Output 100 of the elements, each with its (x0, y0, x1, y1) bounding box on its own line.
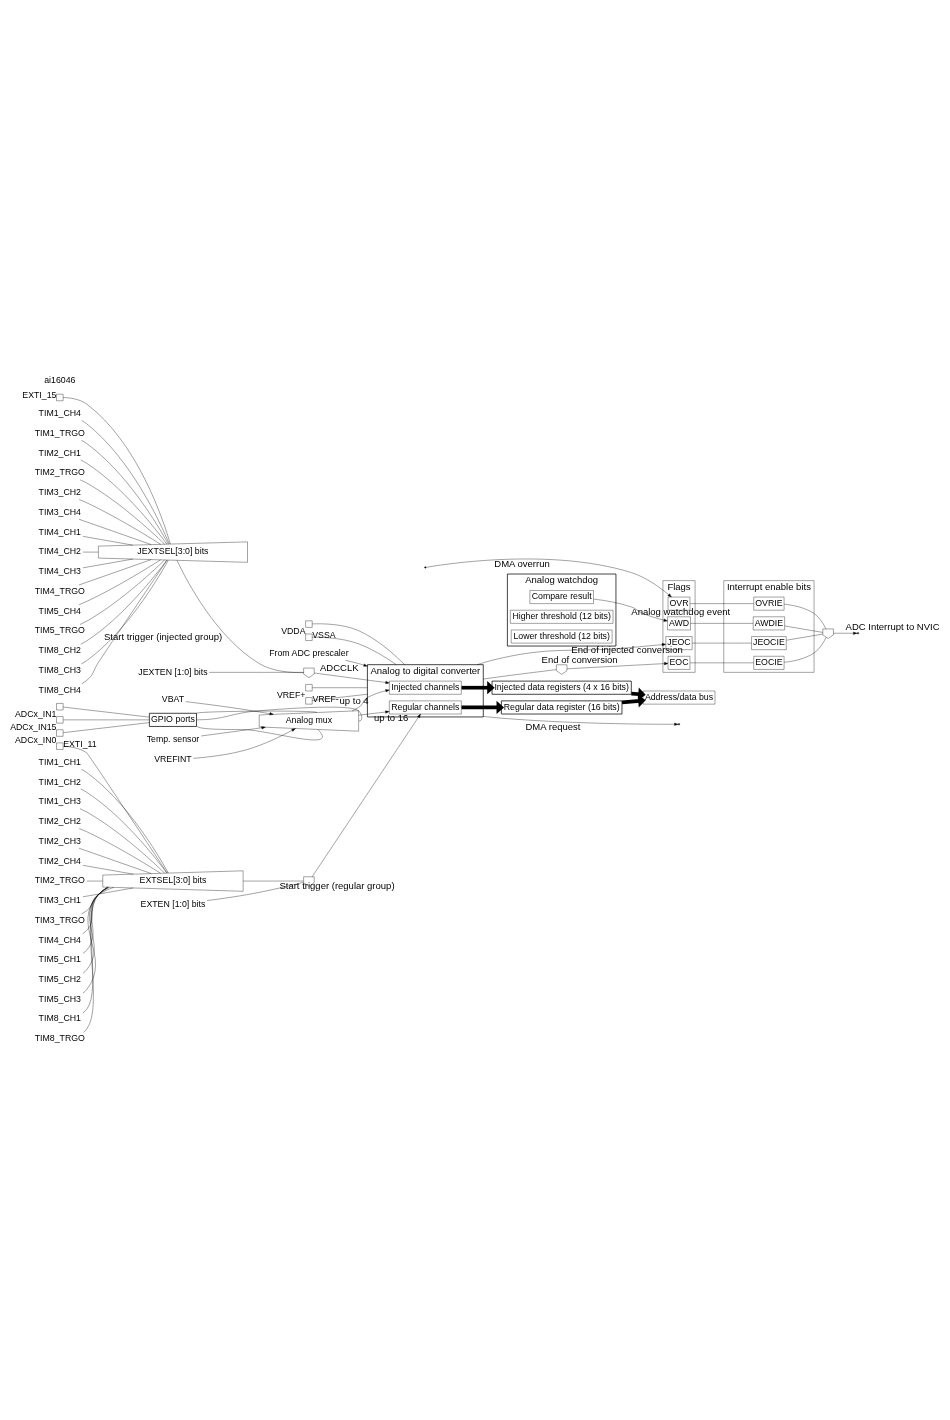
node-text: TIM2_CH3 (38, 835, 82, 846)
edge-label: Start trigger (injected group) (104, 630, 223, 642)
arrow (833, 631, 858, 635)
connector (63, 719, 150, 721)
node-box: Lower threshold (12 bits) (511, 629, 613, 644)
node-box: AWD (667, 616, 691, 631)
node-text: TIM3_CH4 (38, 506, 82, 517)
node-text: JEXTEN [1:0] bits (138, 666, 208, 677)
node-text: TIM8_CH4 (38, 684, 82, 695)
node-box: OVRIE (753, 596, 785, 611)
node-text: TIM1_CH2 (38, 776, 82, 787)
arrow (351, 689, 390, 712)
connector (312, 687, 368, 688)
arrow (200, 726, 266, 737)
node-box: EOCIE (753, 656, 785, 670)
node-box (305, 697, 313, 705)
node-box: Compare result (529, 590, 594, 604)
connector (196, 706, 362, 722)
connector (83, 887, 108, 1033)
connector (82, 887, 134, 897)
node-text: TIM8_CH1 (38, 1013, 82, 1024)
node-label: EXTI_11 (63, 738, 97, 749)
node-text: TIM1_CH1 (38, 756, 82, 767)
label: ai16046 (44, 375, 76, 386)
node-text: TIM3_CH1 (38, 895, 82, 906)
node-box: EXTSEL[3:0] bits (102, 870, 244, 892)
connector (82, 887, 108, 1014)
connector (81, 887, 114, 915)
node-box: Higher threshold (12 bits) (510, 610, 614, 624)
node-gate (556, 664, 568, 675)
node-text: TIM2_CH4 (38, 855, 82, 866)
node-label: VSSA (312, 630, 336, 641)
node-text: TIM3_CH2 (38, 487, 82, 498)
node-box (56, 703, 64, 711)
node-text: TIM4_CH4 (38, 934, 82, 945)
node-text: From ADC prescaler (269, 647, 349, 658)
node-label: ADCx_IN0 (15, 735, 57, 746)
node-box: Address/data bus (642, 690, 716, 705)
node-label: ADCx_IN1 (15, 709, 57, 720)
node-text: TIM4_CH2 (38, 546, 82, 557)
connector (196, 726, 323, 741)
node-text: TIM4_CH3 (38, 566, 82, 577)
connector (63, 722, 150, 733)
edge-label: DMA overrun (494, 558, 550, 570)
arrow (461, 681, 495, 695)
node-text: TIM3_TRGO (34, 914, 85, 925)
node-text: TIM2_CH2 (38, 816, 82, 827)
node-text: TIM4_TRGO (34, 585, 85, 596)
node-box: Injected channels (389, 680, 462, 695)
node-box: AWDIE (753, 616, 785, 631)
node-label: VREF+ (276, 690, 306, 701)
node-box: Injected data registers (4 x 16 bits) (491, 680, 632, 695)
arrow (566, 662, 669, 669)
node-gate (303, 667, 315, 678)
node-text: TIM1_CH4 (38, 408, 82, 419)
edge-label: up to 4 (339, 695, 369, 707)
node-box (305, 633, 313, 641)
node-gate (822, 628, 834, 639)
node-text: TIM2_TRGO (34, 467, 85, 478)
node-box: EOC (667, 656, 691, 670)
connector (312, 623, 405, 665)
arrow (425, 558, 672, 598)
connector (312, 694, 368, 701)
node-box: Regular channels (389, 700, 462, 715)
connector (312, 637, 397, 665)
connector (196, 710, 318, 714)
arrow (345, 660, 368, 667)
node-text: VREFINT (154, 753, 192, 764)
arrow (358, 710, 390, 716)
edge-label: ADC Interrupt to NVIC (845, 621, 940, 633)
node-box: Regular data register (16 bits) (501, 700, 623, 715)
edge-label: Start trigger (regular group) (279, 879, 395, 891)
node-text: TIM8_TRGO (34, 1033, 85, 1044)
node-text: TIM5_CH4 (38, 605, 82, 616)
node-label: VREF- (312, 693, 339, 704)
connector (82, 887, 109, 974)
node-label: EXTI_15 (22, 390, 57, 401)
arrow (483, 716, 679, 726)
edge-label: End of conversion (541, 654, 618, 666)
arrow (185, 701, 274, 716)
node-text: TIM5_CH3 (38, 993, 82, 1004)
connector (63, 706, 150, 718)
arrow (621, 694, 646, 708)
node-text: TIM8_CH2 (38, 645, 82, 656)
node-box: GPIO ports (149, 712, 197, 727)
node-box (56, 716, 64, 724)
node-text: TIM1_CH3 (38, 796, 82, 807)
node-text: TIM1_TRGO (34, 427, 85, 438)
node-box: JEXTSEL[3:0] bits (98, 541, 248, 563)
node-text: VBAT (161, 694, 185, 705)
connector (82, 887, 109, 994)
arrow (193, 728, 296, 759)
node-label: ADCx_IN15 (10, 722, 57, 733)
connector (82, 887, 109, 954)
arrow (477, 643, 666, 665)
node-text: TIM8_CH3 (38, 664, 82, 675)
arrow (314, 672, 390, 684)
node-box (56, 729, 64, 737)
edge-label: ADCCLK (319, 662, 359, 674)
node-text: TIM2_CH1 (38, 447, 82, 458)
